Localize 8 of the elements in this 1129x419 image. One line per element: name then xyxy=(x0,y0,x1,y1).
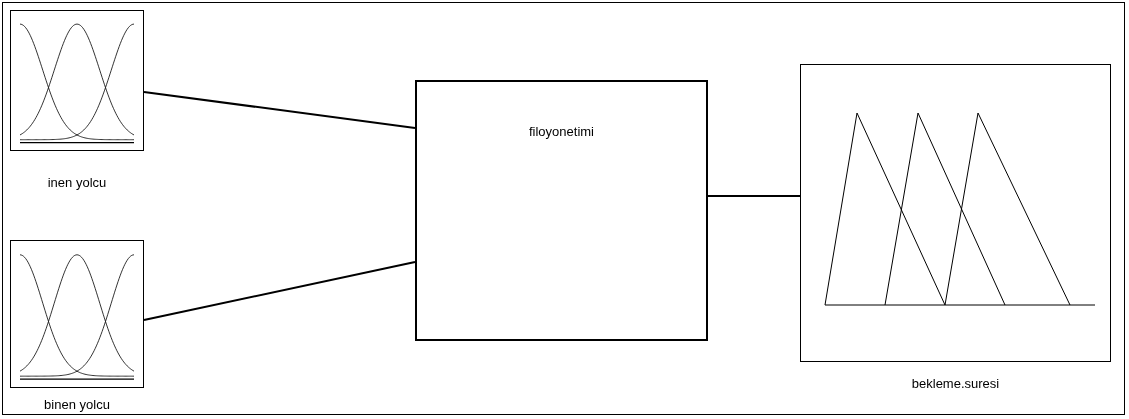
system-block xyxy=(415,80,708,341)
block-label: filoyonetimi xyxy=(528,124,595,139)
connector-line xyxy=(707,195,801,197)
variable-label: bekleme.suresi xyxy=(910,376,1001,391)
variable-label: inen yolcu xyxy=(46,175,108,190)
variable-label: binen yolcu xyxy=(43,397,111,412)
connector-line xyxy=(143,261,416,321)
connector-line xyxy=(143,91,416,129)
